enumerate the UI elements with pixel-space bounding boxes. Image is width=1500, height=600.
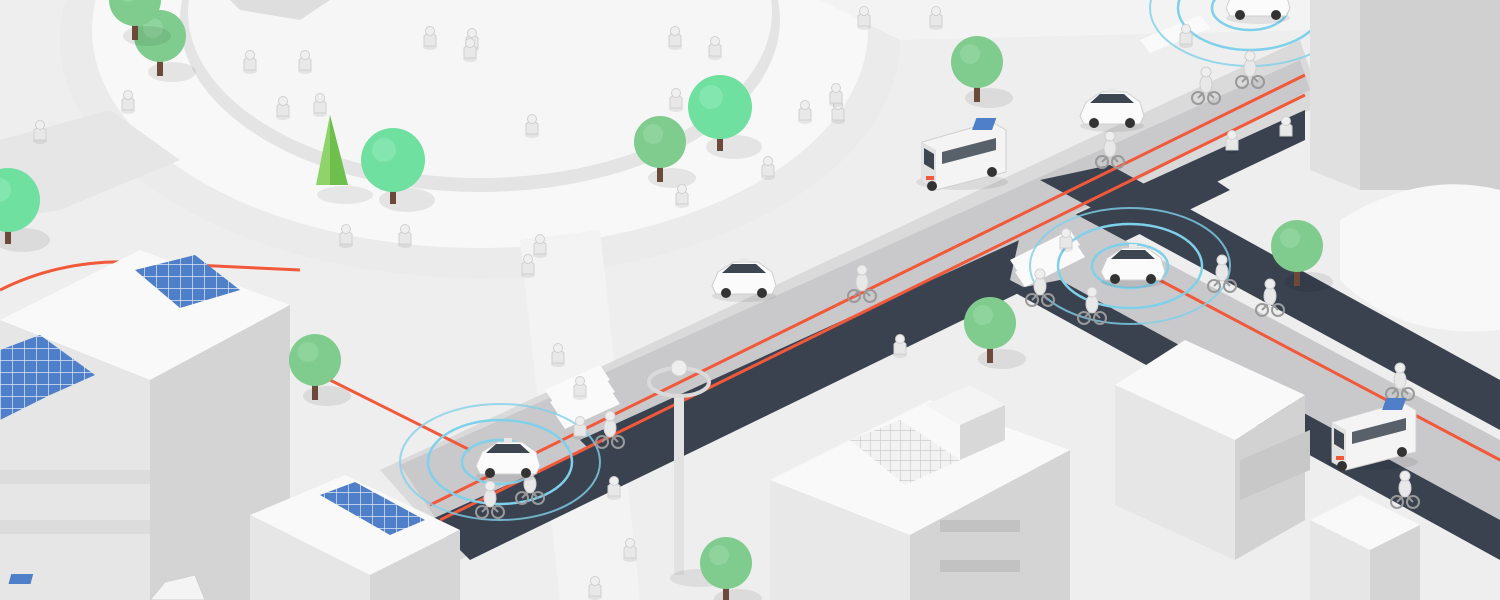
pedestrian-icon — [550, 343, 566, 368]
pedestrian-icon — [275, 96, 291, 121]
solar-panel-icon — [135, 255, 240, 308]
pedestrian-icon — [422, 26, 438, 51]
solar-panel-icon — [850, 420, 960, 485]
pedestrian-icon — [338, 224, 354, 249]
pedestrian-icon — [760, 156, 776, 181]
pedestrian-icon — [606, 476, 622, 501]
pedestrian-icon — [928, 6, 944, 31]
pedestrian-icon — [532, 234, 548, 259]
pedestrian-icon — [572, 416, 588, 441]
car-icon — [1225, 0, 1291, 25]
pedestrian-icon — [297, 50, 313, 75]
pedestrian-icon — [462, 38, 478, 63]
pedestrian-icon — [32, 120, 48, 145]
building-lower-left — [250, 475, 460, 600]
pedestrian-icon — [312, 93, 328, 118]
building-center — [770, 385, 1070, 600]
pedestrian-icon — [120, 90, 136, 115]
pedestrian-icon — [828, 83, 844, 108]
tree-icon — [316, 115, 373, 204]
pedestrian-icon — [1058, 228, 1074, 253]
pedestrian-icon — [856, 6, 872, 31]
pedestrian-icon — [242, 50, 258, 75]
pedestrian-icon — [397, 224, 413, 249]
pedestrian-icon — [674, 184, 690, 209]
building-left — [0, 250, 290, 600]
pedestrian-icon — [520, 254, 536, 279]
building-small-right — [1310, 495, 1420, 600]
solar-panel-icon — [320, 482, 425, 535]
van-icon — [8, 574, 206, 600]
building-cube — [1115, 340, 1310, 560]
pedestrian-icon — [524, 114, 540, 139]
pedestrian-icon — [1278, 116, 1294, 141]
pedestrian-icon — [797, 100, 813, 125]
pedestrian-icon — [1224, 130, 1240, 155]
building-tower — [1310, 0, 1500, 332]
pedestrian-icon — [572, 376, 588, 401]
pedestrian-icon — [1178, 24, 1194, 49]
solar-panel-icon — [0, 335, 95, 420]
pedestrian-icon — [622, 538, 638, 563]
pedestrian-icon — [707, 36, 723, 61]
building-top — [230, 0, 330, 20]
pedestrian-icon — [587, 576, 603, 600]
pedestrian-icon — [668, 88, 684, 113]
pedestrian-icon — [892, 334, 908, 359]
pedestrian-icon — [667, 26, 683, 51]
